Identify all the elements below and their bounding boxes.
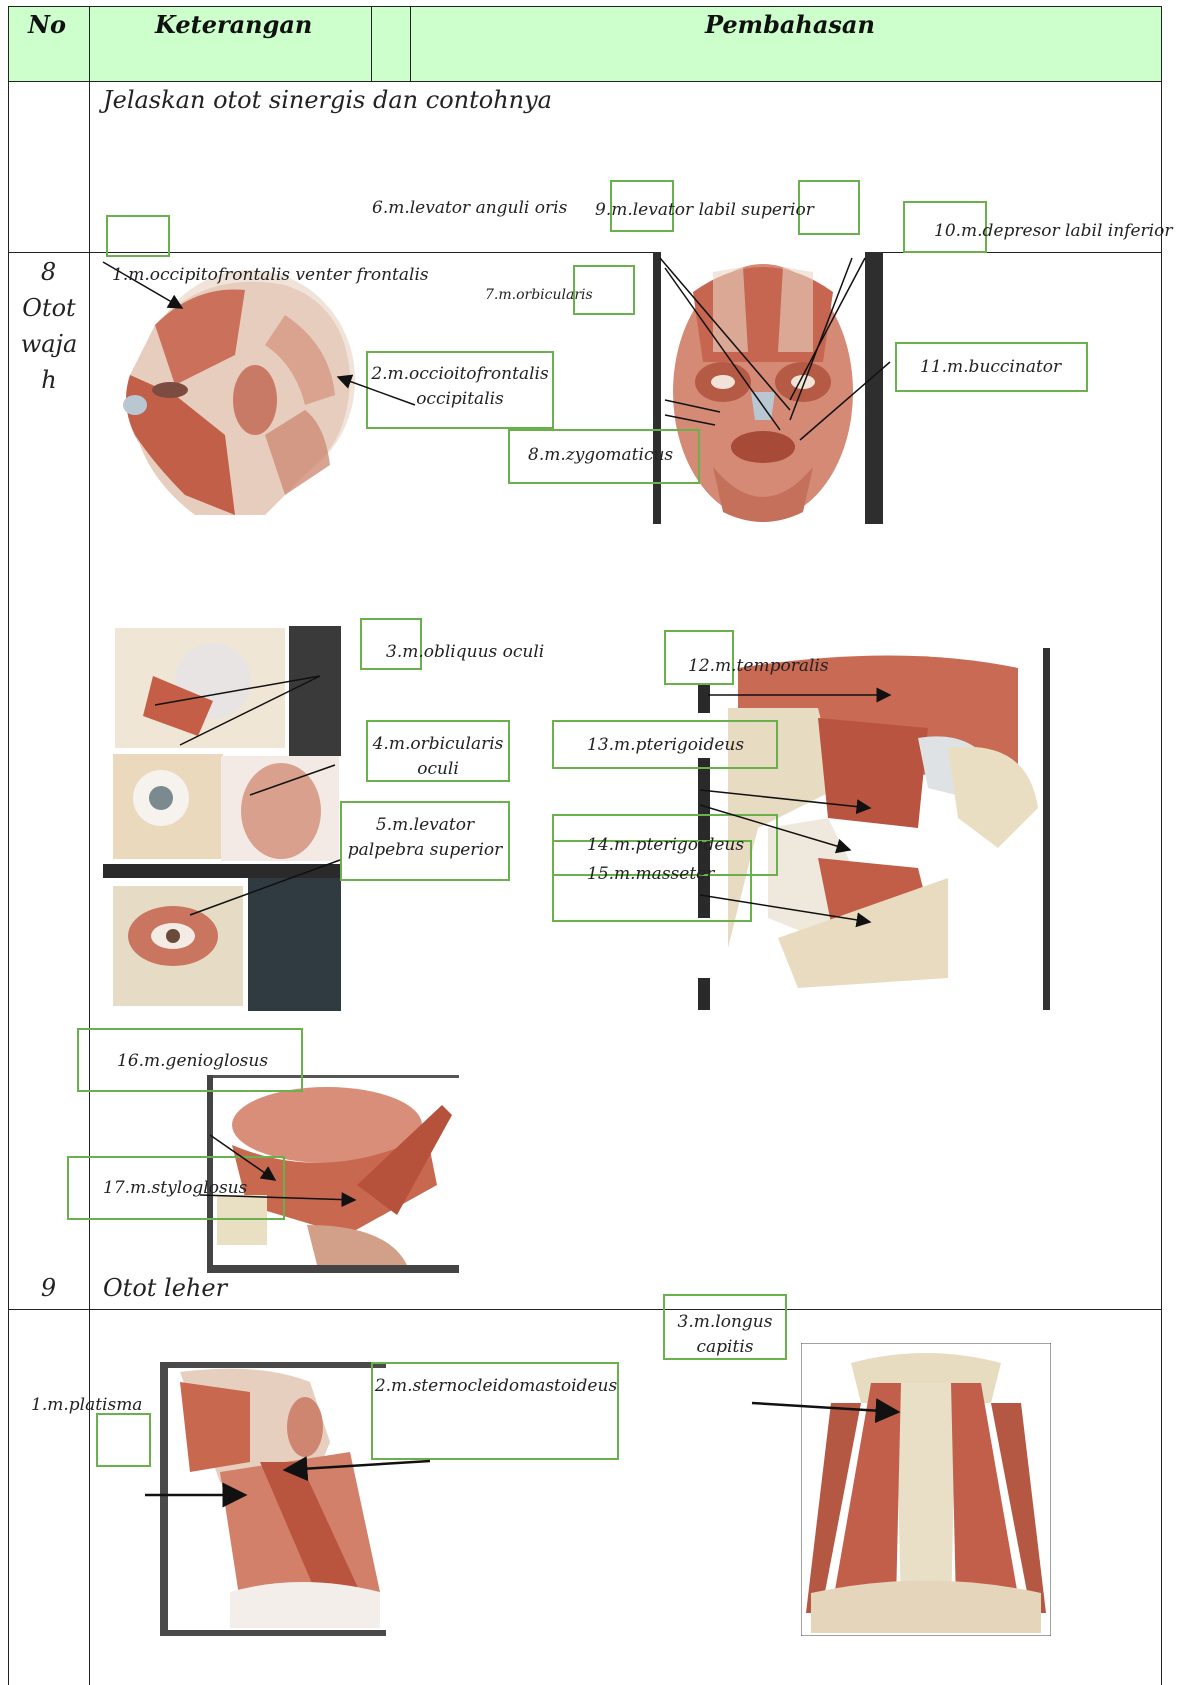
label-l3: 3.m.obliquus oculi [386, 642, 544, 662]
label-n2: 2.m.sternocleidomastoideus [374, 1374, 618, 1399]
label-l12: 12.m.temporalis [688, 656, 829, 676]
label-l16: 16.m.genioglosus [117, 1051, 268, 1071]
label-l11: 11.m.buccinator [920, 357, 1061, 377]
label-l10: 10.m.depresor labil inferior [934, 221, 1172, 241]
label-l5: 5.m.levator palpebra superior [342, 813, 508, 863]
label-l8: 8.m.zygomaticus [528, 445, 673, 465]
label-l13: 13.m.pterigoideus [587, 735, 744, 755]
label-l14: 14.m.pterigoideus [587, 835, 744, 855]
label-l4: 4.m.orbicularis oculi [368, 732, 508, 782]
label-l2: 2.m.occioitofrontalis occipitalis [368, 362, 552, 412]
label-l7: 7.m.orbicularis [485, 287, 593, 303]
label-l6: 6.m.levator anguli oris [372, 198, 567, 218]
label-n3: 3.m.longus capitis [667, 1310, 783, 1360]
label-l9: 9.m.levator labil superior [595, 200, 814, 220]
label-l1: 1.m.occipitofrontalis venter frontalis [112, 265, 429, 285]
label-n1: 1.m.platisma [31, 1395, 142, 1415]
label-l15: 15.m.masseter [587, 864, 714, 884]
label-l17: 17.m.styloglosus [103, 1178, 247, 1198]
